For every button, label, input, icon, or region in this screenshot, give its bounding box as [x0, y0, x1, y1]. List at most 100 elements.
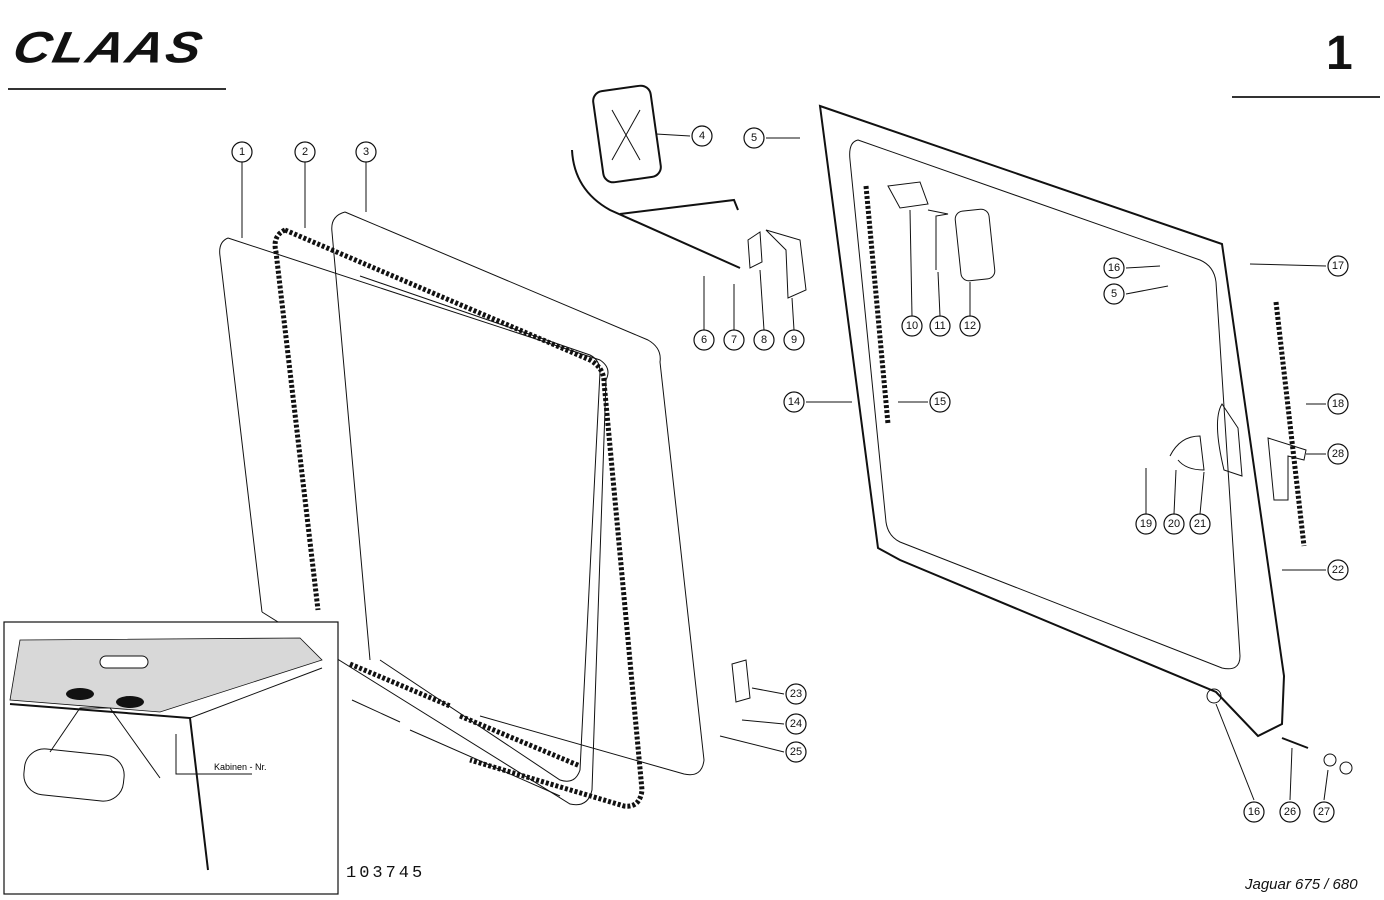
svg-text:2: 2: [302, 146, 308, 158]
mirror-detail: [611, 109, 641, 161]
callout-part-16-top: 16: [1103, 257, 1125, 279]
callout-part-28: 28: [1327, 443, 1349, 465]
callout-part-23: 23: [785, 683, 807, 705]
callout-part-25: 25: [785, 741, 807, 763]
plug-part-16-bottom: [1206, 688, 1222, 704]
svg-text:10: 10: [906, 320, 918, 332]
svg-text:11: 11: [934, 320, 945, 332]
seal-strip-part-18: [1273, 301, 1307, 547]
leader-lines: [241, 133, 1329, 801]
bracket-part-28: [1267, 437, 1307, 501]
door-frame-part-14: [818, 104, 1286, 738]
callout-part-11: 11: [929, 315, 951, 337]
callout-part-2: 2: [294, 141, 316, 163]
callout-part-16-bottom: 16: [1243, 801, 1265, 823]
bolt-part-26: [1281, 737, 1309, 749]
page-number: 1: [1326, 27, 1353, 80]
inset-mount-left: [66, 688, 94, 700]
door-frame-inner: [849, 139, 1241, 670]
inset-label-leader: [175, 734, 252, 775]
mirror-small-part-12: [954, 208, 996, 282]
callout-part-22: 22: [1327, 559, 1349, 581]
svg-text:27: 27: [1318, 806, 1330, 818]
inset-detail: Kabinen - Nr.: [3, 621, 339, 895]
svg-text:16: 16: [1108, 262, 1120, 274]
mirror-arm-part-6: [571, 149, 741, 269]
callout-part-6: 6: [693, 329, 715, 351]
inset-roof-slot: [99, 655, 149, 669]
svg-text:5: 5: [751, 132, 757, 144]
callout-part-24: 24: [785, 713, 807, 735]
callout-part-15: 15: [929, 391, 951, 413]
header-rule-right: [1232, 96, 1380, 98]
window-seal-part-2: [272, 227, 645, 809]
svg-text:28: 28: [1332, 448, 1344, 460]
inset-mount-right: [116, 696, 144, 708]
svg-text:14: 14: [788, 396, 800, 408]
seal-strip-part-15: [863, 185, 891, 425]
svg-text:5: 5: [1111, 288, 1117, 300]
svg-text:9: 9: [791, 334, 797, 346]
callout-part-8: 8: [753, 329, 775, 351]
callout-part-19: 19: [1135, 513, 1157, 535]
header-rule-left: [8, 88, 226, 90]
callout-part-17: 17: [1327, 255, 1349, 277]
svg-text:24: 24: [790, 718, 802, 730]
svg-text:16: 16: [1248, 806, 1260, 818]
bottom-seal-strip-a: [349, 661, 451, 709]
handle-part-21: [1216, 403, 1243, 477]
svg-text:7: 7: [731, 334, 737, 346]
svg-text:18: 18: [1332, 398, 1344, 410]
svg-text:4: 4: [699, 130, 705, 142]
latch-part-10: [887, 181, 929, 209]
svg-text:20: 20: [1168, 518, 1180, 530]
bottom-line-a: [351, 699, 401, 723]
bottom-seal-strip-b: [459, 713, 581, 769]
window-glass-inner-part-3: [359, 275, 601, 782]
inset-mirror: [23, 748, 125, 802]
svg-text:3: 3: [363, 146, 369, 158]
callout-part-9: 9: [783, 329, 805, 351]
callout-part-7: 7: [723, 329, 745, 351]
callout-part-21: 21: [1189, 513, 1211, 535]
bottom-line-b: [409, 729, 561, 797]
inset-cabin-number-label: Kabinen - Nr.: [214, 762, 267, 772]
callout-part-1: 1: [231, 141, 253, 163]
window-glass-part-3: [331, 211, 705, 776]
svg-text:15: 15: [934, 396, 946, 408]
nut-part-27a: [1323, 753, 1337, 767]
callout-part-26: 26: [1279, 801, 1301, 823]
svg-text:23: 23: [790, 688, 802, 700]
svg-text:6: 6: [701, 334, 707, 346]
svg-text:8: 8: [761, 334, 767, 346]
callout-part-10: 10: [901, 315, 923, 337]
callout-part-27: 27: [1313, 801, 1335, 823]
nut-part-27b: [1339, 761, 1353, 775]
model-name: Jaguar 675 / 680: [1245, 876, 1358, 893]
drawing-number: 103745: [346, 864, 426, 883]
callout-part-5-top: 5: [743, 127, 765, 149]
callout-part-20: 20: [1163, 513, 1185, 535]
svg-text:21: 21: [1194, 518, 1206, 530]
svg-text:22: 22: [1332, 564, 1344, 576]
callout-part-12: 12: [959, 315, 981, 337]
rod-part-11: [927, 209, 949, 270]
inset-mirror-arm: [49, 707, 161, 779]
callout-part-4: 4: [691, 125, 713, 147]
callout-part-5-right: 5: [1103, 283, 1125, 305]
mirror-part-4: [592, 84, 662, 184]
svg-text:12: 12: [964, 320, 976, 332]
bracket-part-23: [731, 659, 751, 703]
handle-part-20: [1169, 435, 1205, 471]
bracket-part-8: [747, 231, 763, 269]
callout-part-3: 3: [355, 141, 377, 163]
bracket-part-9: [765, 229, 807, 299]
inset-cab-edge-2: [189, 667, 323, 719]
svg-text:26: 26: [1284, 806, 1296, 818]
callout-part-18: 18: [1327, 393, 1349, 415]
svg-text:25: 25: [790, 746, 802, 758]
callout-part-14: 14: [783, 391, 805, 413]
svg-text:19: 19: [1140, 518, 1152, 530]
